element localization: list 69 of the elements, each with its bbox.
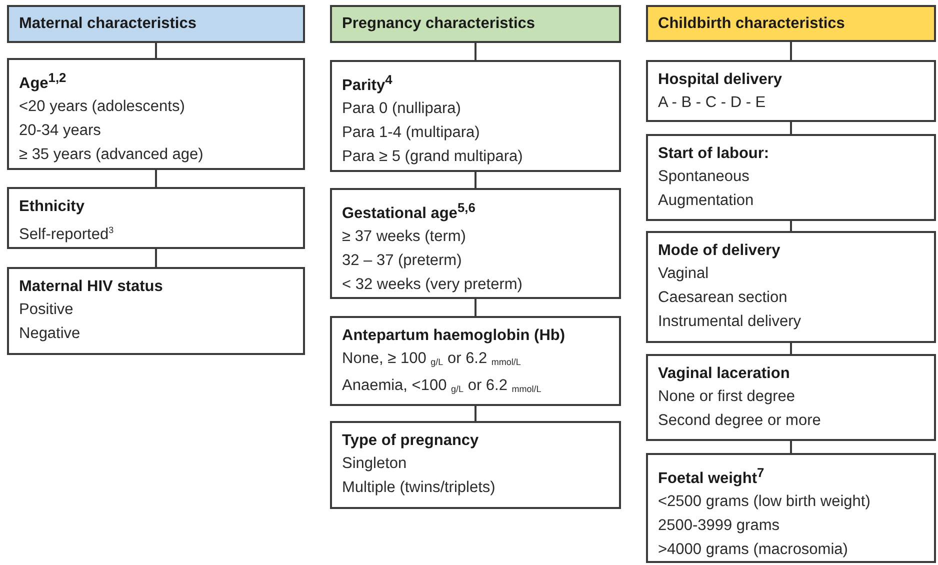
variable-box: [330, 188, 621, 299]
box-text: Anaemia, <100 $_{g/L}$ or 6.2 $_{mmol/L}$: [342, 376, 542, 396]
box-text: Negative: [19, 324, 82, 344]
box-text: Second degree or more: [658, 411, 822, 431]
variable-box: [330, 421, 621, 509]
box-text: None, ≥ 100 $_{g/L}$ or 6.2 $_{mmol/L}$: [342, 349, 522, 369]
box-text: Para 1-4 (multipara): [342, 123, 481, 144]
connector-line: [155, 170, 157, 187]
box-heading: Vaginal laceration: [658, 364, 791, 384]
variable-box: [646, 354, 936, 441]
box-text: Instrumental delivery: [658, 312, 802, 332]
connector-line: [790, 441, 792, 453]
variable-box: [7, 187, 305, 249]
box-heading: Childbirth characteristics: [658, 14, 846, 34]
box-text: Singleton: [342, 454, 408, 474]
box-heading: Parity$^{4}$: [342, 71, 394, 96]
variable-box: [646, 231, 936, 343]
category-header-box: [7, 5, 305, 43]
box-heading: Maternal HIV status: [19, 277, 164, 297]
box-heading: Start of labour:: [658, 144, 770, 164]
variable-box: [646, 60, 936, 122]
connector-line: [474, 299, 476, 316]
box-heading: Age$^{1,2}$: [19, 69, 68, 94]
box-text: Self-reported$^{3}$: [19, 224, 115, 245]
box-text: 20-34 years: [19, 121, 102, 142]
box-text: Spontaneous: [658, 167, 750, 187]
connector-line: [474, 406, 476, 421]
box-heading: Hospital delivery: [658, 70, 784, 90]
connector-line: [474, 43, 476, 60]
box-text: <20 years (adolescents): [19, 97, 186, 118]
category-header-box: [646, 5, 936, 42]
variable-box: [7, 58, 305, 170]
box-text: >4000 grams (macrosomia): [658, 540, 849, 560]
box-text: ≥ 35 years (advanced age): [19, 145, 204, 166]
connector-line: [790, 343, 792, 354]
box-text: Para ≥ 5 (grand multipara): [342, 147, 524, 168]
variable-box: [330, 60, 621, 172]
box-heading: Antepartum haemoglobin (Hb): [342, 326, 566, 346]
box-heading: Gestational age$^{5,6}$: [342, 199, 476, 224]
box-text: Caesarean section: [658, 288, 788, 308]
variable-box: [646, 134, 936, 221]
box-heading: Maternal characteristics: [19, 14, 198, 34]
category-header-box: [330, 5, 621, 43]
box-text: Vaginal: [658, 264, 710, 284]
box-text: 32 – 37 (preterm): [342, 251, 463, 272]
box-heading: Foetal weight$^{7}$: [658, 464, 766, 490]
box-text: Positive: [19, 300, 74, 320]
box-text: Para 0 (nullipara): [342, 99, 462, 120]
box-text: Multiple (twins/triplets): [342, 478, 496, 498]
box-text: <2500 grams (low birth weight): [658, 492, 872, 512]
box-heading: Mode of delivery: [658, 241, 782, 261]
variable-box: [7, 267, 305, 355]
box-heading: Ethnicity: [19, 197, 86, 217]
connector-line: [790, 42, 792, 60]
connector-line: [790, 221, 792, 231]
connector-line: [155, 249, 157, 267]
box-text: ≥ 37 weeks (term): [342, 227, 467, 248]
box-text: None or first degree: [658, 387, 796, 407]
connector-line: [790, 122, 792, 134]
box-heading: Type of pregnancy: [342, 431, 480, 451]
box-text: Augmentation: [658, 191, 755, 211]
connector-line: [155, 43, 157, 58]
box-text: 2500-3999 grams: [658, 516, 780, 536]
connector-line: [474, 172, 476, 188]
variable-box: [330, 316, 621, 406]
box-heading: Pregnancy characteristics: [342, 14, 536, 34]
box-text: < 32 weeks (very preterm): [342, 275, 524, 296]
variable-box: [646, 453, 936, 563]
box-text: A - B - C - D - E: [658, 93, 767, 113]
